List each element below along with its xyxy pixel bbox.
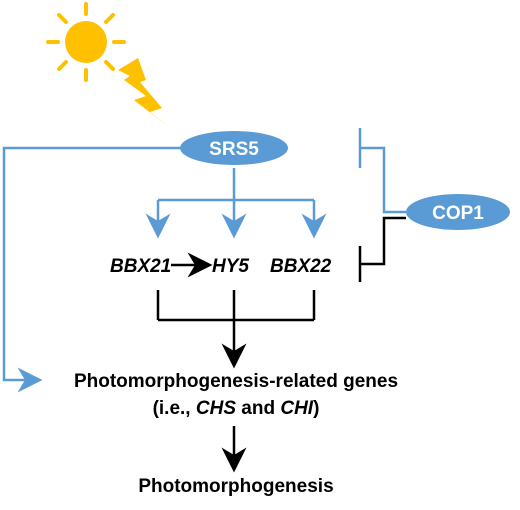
srs5-label: SRS5 [209, 139, 259, 160]
genes-to-targets-edge [156, 290, 316, 369]
cop1-inhibits-genes-edge [358, 216, 406, 282]
srs5-to-targets-edge [2, 146, 180, 393]
outcome-label: Photomorphogenesis [138, 476, 333, 497]
cop1-label: COP1 [432, 203, 484, 224]
gene-bbx22: BBX22 [270, 256, 332, 277]
gene-chi: CHI [280, 398, 313, 419]
sun-icon [46, 2, 126, 82]
cop1-node: COP1 [406, 194, 510, 230]
targets-title: Photomorphogenesis-related genes [74, 371, 398, 392]
gene-chs: CHS [196, 398, 236, 419]
targets-suffix: ) [313, 398, 319, 419]
targets-prefix: (i.e., [153, 398, 196, 419]
gene-bbx21: BBX21 [110, 256, 171, 277]
srs5-node: SRS5 [180, 131, 288, 165]
cop1-inhibits-srs5-edge [358, 128, 406, 214]
lightning-bolt-icon [118, 58, 170, 128]
targets-mid: and [236, 398, 280, 419]
targets-examples: (i.e., CHS and CHI) [153, 398, 320, 419]
srs5-to-genes-edges [145, 168, 327, 239]
gene-hy5: HY5 [212, 256, 249, 277]
